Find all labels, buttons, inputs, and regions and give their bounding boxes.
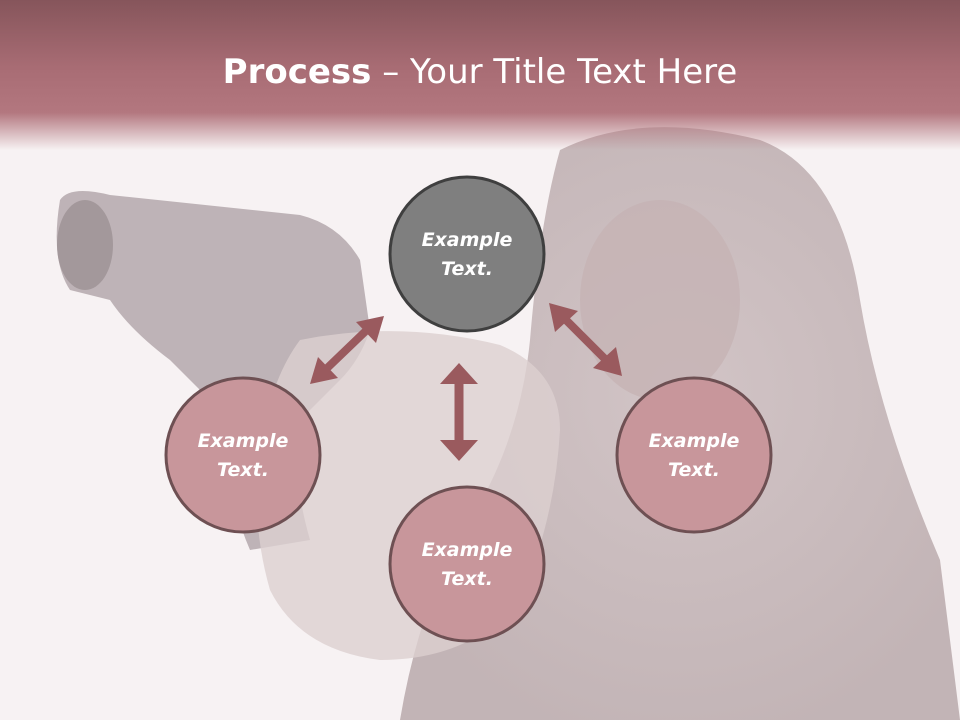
arrow-top-left [310, 316, 384, 384]
title-bold: Process [222, 52, 372, 92]
node-top-line2: Text. [441, 258, 493, 280]
node-right-line2: Text. [668, 459, 720, 481]
title-rest: Your Title Text Here [410, 52, 738, 92]
node-bottom-line1: Example [422, 539, 513, 561]
node-left-line1: Example [198, 430, 289, 452]
node-top: Example Text. [388, 175, 546, 333]
arrow-top-bottom [440, 363, 478, 461]
node-bottom-line2: Text. [441, 568, 493, 590]
title-banner [0, 0, 960, 150]
slide-title: Process – Your Title Text Here [0, 52, 960, 92]
node-right: Example Text. [615, 376, 773, 534]
node-right-line1: Example [649, 430, 740, 452]
node-top-line1: Example [422, 229, 513, 251]
arrow-top-right [549, 303, 622, 376]
node-left-line2: Text. [217, 459, 269, 481]
node-left: Example Text. [164, 376, 322, 534]
node-bottom: Example Text. [388, 485, 546, 643]
title-separator: – [371, 52, 411, 92]
